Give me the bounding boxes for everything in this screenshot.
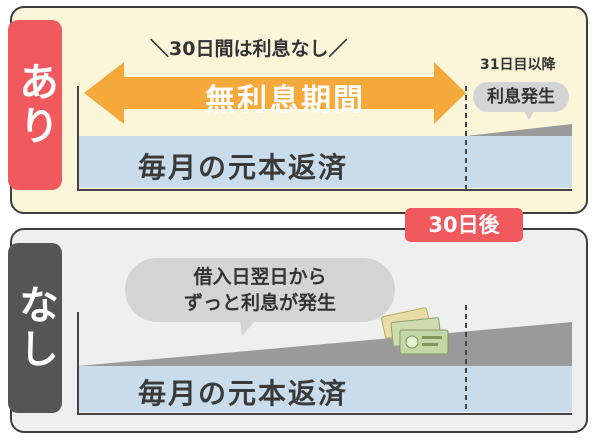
interest-wedge-bottom <box>78 322 572 366</box>
bubble-tail-bottom <box>240 320 256 336</box>
interest-free-30days-note: ＼30日間は利息なし／ <box>150 38 348 60</box>
bubble-line-2: ずっと利息が発生 <box>183 292 336 314</box>
interest-wedge-top <box>466 124 572 136</box>
principal-band-bottom <box>78 366 572 412</box>
after-30-days-badge: 30日後 <box>405 208 523 242</box>
money-notes-icon <box>381 307 449 355</box>
principal-repayment-label-top: 毎月の元本返済 <box>138 151 349 184</box>
principal-band-top <box>78 136 572 188</box>
interest-from-next-day-bubble: 借入日翌日から ずっと利息が発生 <box>125 258 395 322</box>
after-day31-note: 31日目以降 <box>480 57 556 73</box>
interest-accrues-bubble: 利息発生 <box>473 82 569 112</box>
interest-free-arrow <box>84 62 466 124</box>
with-plan-label: あり <box>8 20 62 190</box>
without-plan-label: なし <box>8 243 62 413</box>
interest-free-period-label: 無利息期間 <box>205 83 365 118</box>
bubble-tail-top <box>524 111 534 120</box>
bubble-line-1: 借入日翌日から <box>193 266 327 288</box>
principal-repayment-label-bottom: 毎月の元本返済 <box>138 377 349 410</box>
